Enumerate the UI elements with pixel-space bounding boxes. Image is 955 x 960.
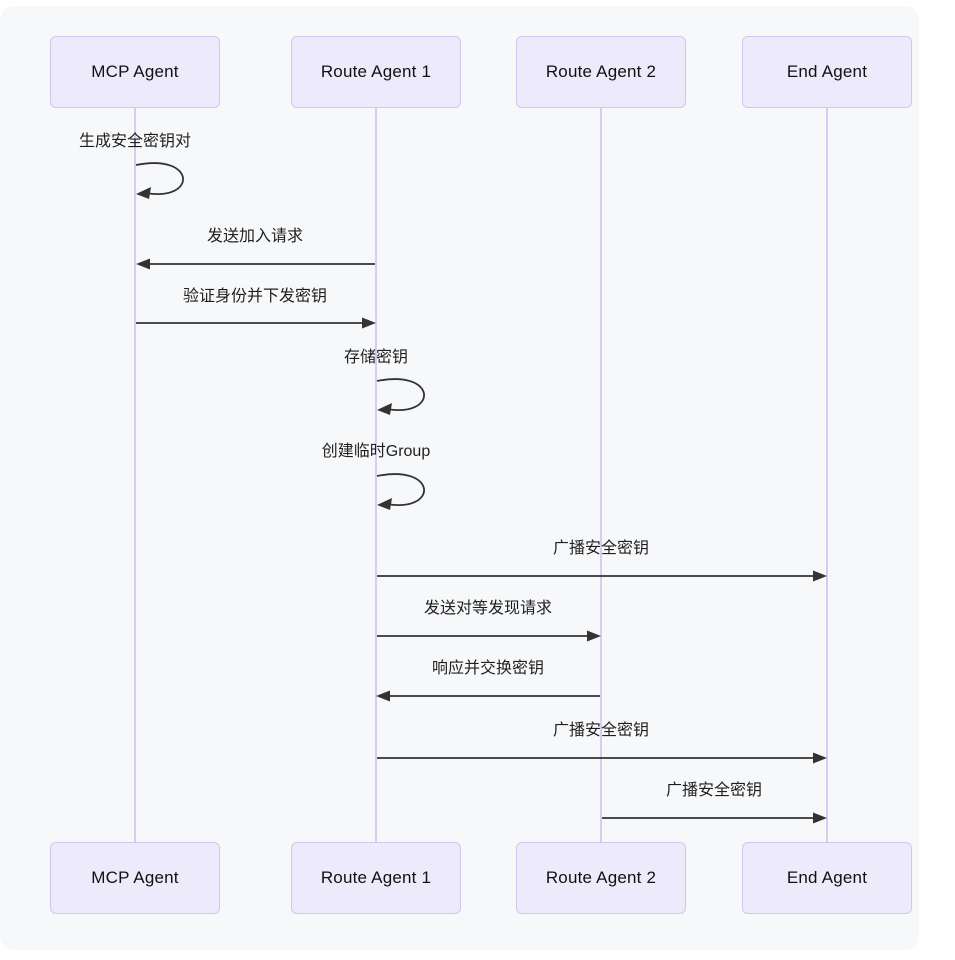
actor-label: MCP Agent	[91, 62, 179, 81]
arrow-self-generate-keypair	[135, 162, 184, 195]
actor-bottom-end-agent: End Agent	[742, 842, 912, 914]
actor-bottom-mcp-agent: MCP Agent	[50, 842, 220, 914]
arrowhead-self-store-key	[377, 403, 392, 415]
message-label-join-request: 发送加入请求	[206, 228, 303, 245]
lifeline-route-agent-1	[375, 108, 377, 842]
arrow-self-store-key	[376, 378, 425, 411]
actor-top-route-agent-1: Route Agent 1	[291, 36, 461, 108]
actor-label: Route Agent 2	[545, 868, 657, 887]
arrowhead-self-generate-keypair	[136, 187, 151, 199]
actor-label: MCP Agent	[91, 868, 179, 887]
message-label-respond-exchange: 响应并交换密钥	[431, 660, 544, 677]
arrowhead-self-create-group	[377, 498, 392, 510]
message-label-broadcast-key-1: 广播安全密钥	[552, 540, 649, 557]
message-label-broadcast-key-3: 广播安全密钥	[665, 782, 762, 799]
message-label-peer-discovery: 发送对等发现请求	[423, 600, 552, 617]
actor-top-mcp-agent: MCP Agent	[50, 36, 220, 108]
actor-label: Route Agent 1	[320, 868, 432, 887]
message-label-create-group: 创建临时Group	[321, 443, 431, 460]
message-label-verify-issue-key: 验证身份并下发密钥	[182, 288, 327, 305]
actor-label: Route Agent 2	[545, 62, 657, 81]
actor-top-end-agent: End Agent	[742, 36, 912, 108]
arrow-self-create-group	[376, 473, 425, 506]
actor-top-route-agent-2: Route Agent 2	[516, 36, 686, 108]
message-label-generate-keypair: 生成安全密钥对	[78, 133, 191, 150]
arrowhead-broadcast-key-1	[813, 570, 827, 582]
actor-bottom-route-agent-1: Route Agent 1	[291, 842, 461, 914]
actor-label: End Agent	[786, 62, 868, 81]
arrowhead-verify-issue-key	[362, 317, 376, 329]
actor-label: Route Agent 1	[320, 62, 432, 81]
arrowhead-broadcast-key-3	[813, 812, 827, 824]
actor-bottom-route-agent-2: Route Agent 2	[516, 842, 686, 914]
actor-label: End Agent	[786, 868, 868, 887]
message-label-store-key: 存储密钥	[343, 349, 408, 366]
message-label-broadcast-key-2: 广播安全密钥	[552, 722, 649, 739]
arrowhead-join-request	[136, 258, 150, 270]
arrowhead-peer-discovery	[587, 630, 601, 642]
arrowhead-respond-exchange	[376, 690, 390, 702]
lifeline-route-agent-2	[600, 108, 602, 842]
arrowhead-broadcast-key-2	[813, 752, 827, 764]
lifeline-end-agent	[826, 108, 828, 842]
lifeline-mcp-agent	[134, 108, 136, 842]
